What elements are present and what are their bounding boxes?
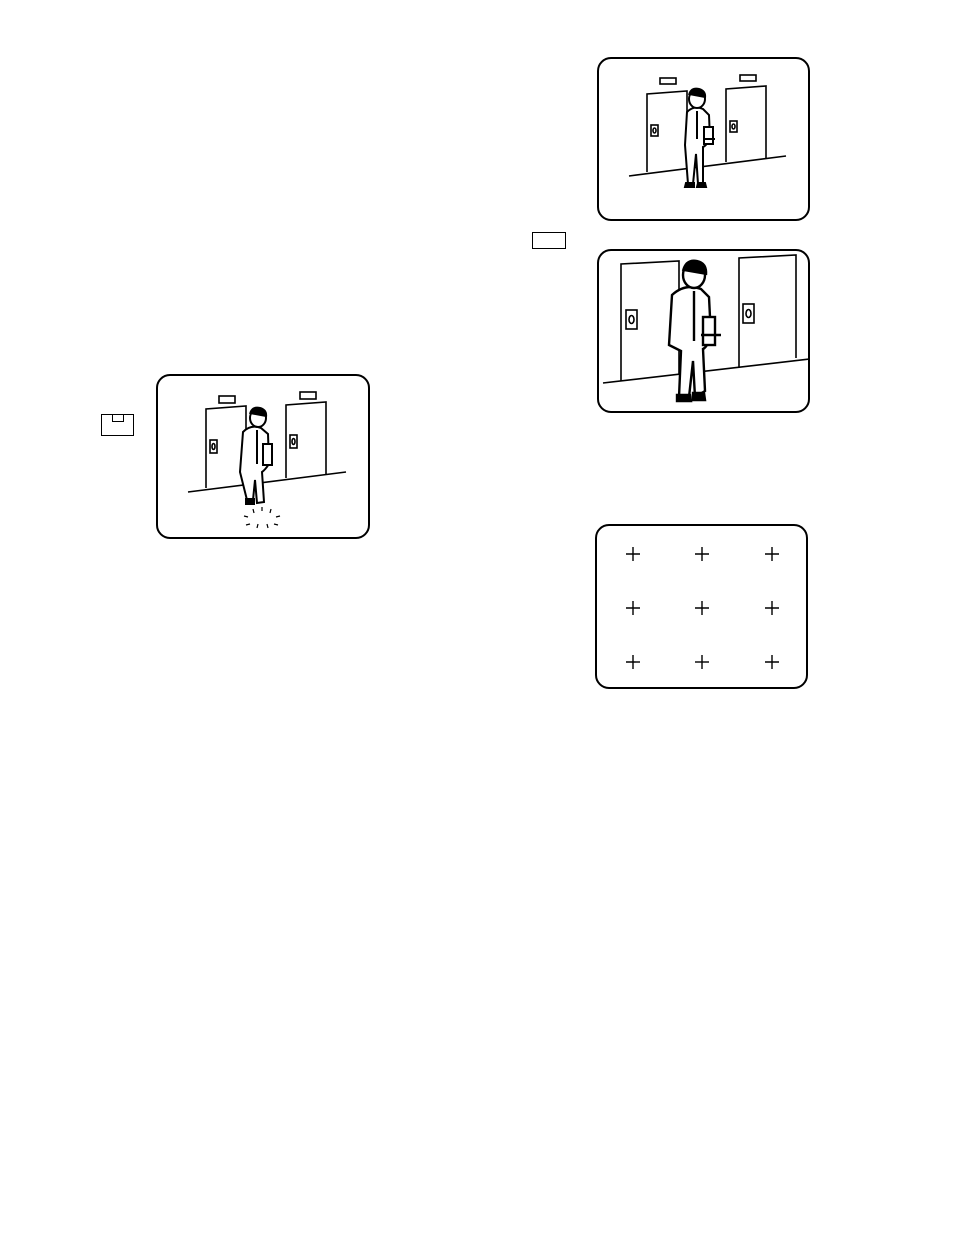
- monitor-middle-right: [597, 249, 810, 413]
- crosshair-icon: [626, 655, 640, 669]
- zoom-tag-icon: [532, 232, 566, 249]
- hallway-scene-small: [599, 59, 810, 221]
- monitor-left: [156, 374, 370, 539]
- hallway-scene-zoomed: [599, 251, 810, 413]
- monitor-bottom-right: [595, 524, 808, 689]
- person-figure-motion: [240, 408, 272, 504]
- crosshair-icon: [765, 547, 779, 561]
- crosshair-icon: [695, 547, 709, 561]
- crosshair-icon: [695, 601, 709, 615]
- camera-tag-icon: [101, 414, 134, 436]
- crosshair-icon: [765, 655, 779, 669]
- camera-tag-notch: [112, 414, 124, 422]
- crosshair-icon: [626, 601, 640, 615]
- person-figure-zoomed: [669, 261, 721, 401]
- motion-indicator-icon: [244, 507, 280, 528]
- crosshair-grid: [597, 526, 808, 689]
- hallway-scene-motion: [158, 376, 370, 539]
- crosshair-icon: [695, 655, 709, 669]
- monitor-top-right: [597, 57, 810, 221]
- crosshair-icon: [765, 601, 779, 615]
- crosshair-icon: [626, 547, 640, 561]
- person-figure: [685, 89, 715, 187]
